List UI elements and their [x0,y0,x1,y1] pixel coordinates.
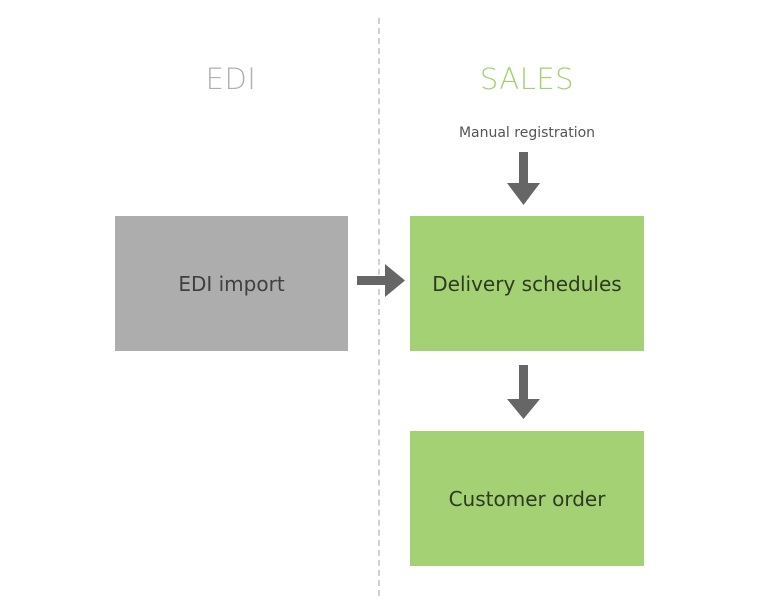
edi-column-title: EDI [205,62,257,96]
arrow-down-icon [507,365,540,419]
delivery-schedules-label: Delivery schedules [432,271,622,296]
edi-import-box: EDI import [115,216,348,351]
column-divider [378,18,380,596]
customer-order-box: Customer order [410,431,644,566]
arrow-right-icon [357,264,405,297]
arrow-down-icon [507,152,540,205]
customer-order-label: Customer order [448,486,606,511]
manual-registration-label: Manual registration [458,125,596,141]
delivery-schedules-box: Delivery schedules [410,216,644,351]
edi-import-label: EDI import [178,271,285,296]
sales-column-title: SALES [479,62,575,96]
